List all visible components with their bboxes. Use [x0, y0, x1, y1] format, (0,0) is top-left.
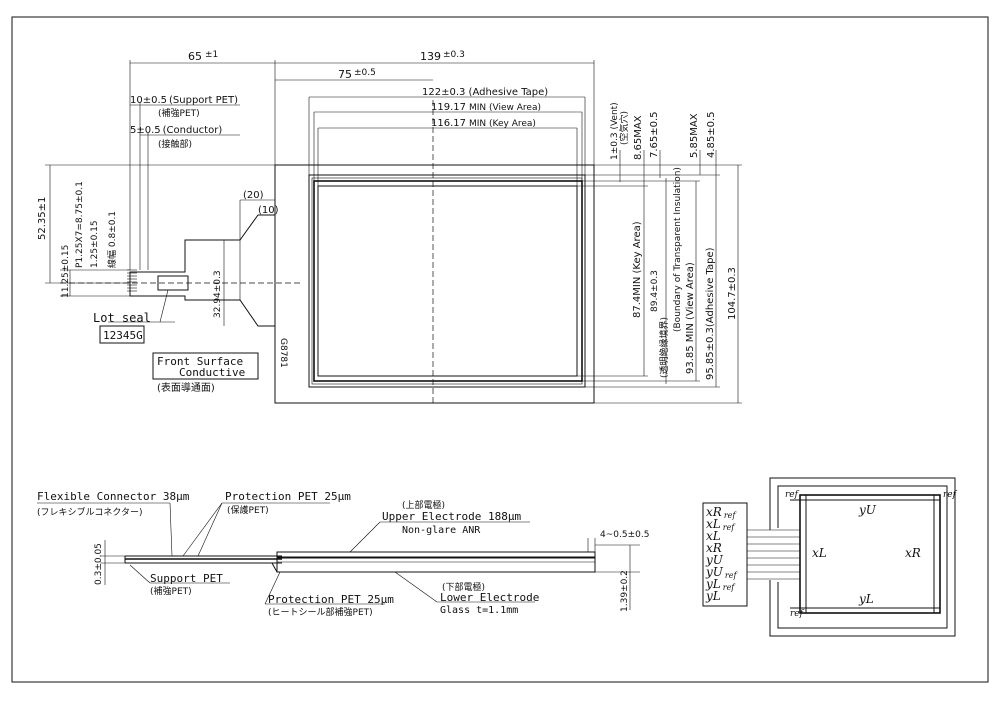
dim-4-85: 4.85±0.5: [706, 111, 717, 158]
pin-label: yL: [705, 589, 721, 603]
dim-adhesive-height: 95.85±0.3(Adhesive Tape): [705, 247, 716, 380]
glass-label: Glass t=1.1mm: [440, 605, 518, 616]
sheet-border: [11, 16, 989, 683]
pin-ref-label: ref: [723, 523, 737, 532]
pin-ref-label: ref: [724, 511, 738, 520]
pin-label: yU: [705, 553, 724, 567]
pin-label: xL: [706, 517, 721, 531]
adhesive-tape-frame: [308, 174, 586, 388]
upper-electrode-jp: (上部電極): [402, 499, 445, 511]
dim-vent-jp: (空気穴): [618, 111, 630, 145]
front-surface-box: [152, 352, 259, 380]
ref-bottom-left: ref: [790, 609, 805, 619]
pin-label: yU: [705, 565, 724, 579]
ref-top-left: ref: [785, 490, 800, 500]
pinout-diagram: [702, 477, 956, 637]
dim-0-3: 0.3±0.05: [94, 543, 104, 585]
ref-top-right: ref: [943, 490, 958, 500]
support-pet-label: Support PET: [150, 572, 223, 585]
dim-overall-height: 104.7±0.3: [727, 267, 738, 320]
connector-pins: [127, 269, 137, 292]
label-xR: xR: [905, 546, 921, 560]
support-pet-jp: (補強PET): [150, 585, 192, 597]
dim-conductor: 5±0.5(Conductor): [130, 125, 222, 136]
label-xL: xL: [812, 546, 827, 560]
dim-view-area-height: 93.85 MIN (View Area): [685, 262, 696, 374]
key-area: [317, 185, 578, 377]
protection-pet-bottom-label: Protection PET 25μm: [268, 593, 394, 606]
lot-number: 12345G: [103, 329, 143, 342]
dim-11-25: 11.25±0.15: [61, 245, 71, 298]
upper-electrode-layer: [276, 551, 596, 558]
dim-4-0-5: 4~0.5±0.5: [600, 530, 649, 540]
dim-boundary-label: (Boundary of Transparent Insulation): [673, 167, 683, 332]
dim-key-area-height: 87.4MIN (Key Area): [632, 221, 643, 318]
lot-seal-label: Lot seal: [93, 311, 151, 325]
pin-label: yL: [705, 577, 721, 591]
glass-outline: [274, 164, 595, 404]
panel-outline: [799, 494, 941, 614]
label-yU: yU: [858, 503, 877, 517]
right-dimension-labels: 1±0.3 (Vent) (空気穴) 8.65MAX 7.65±0.5 5.85…: [610, 102, 738, 380]
dim-75: 75±0.5: [338, 68, 376, 81]
glass-layer: [276, 557, 596, 573]
dim-1-25: 1.25±0.15: [90, 220, 100, 268]
pin-list-box: [702, 502, 748, 607]
front-surface-line-2: Conductive: [179, 366, 245, 379]
dim-boundary: 89.4±0.3: [650, 270, 660, 312]
cross-section: [37, 502, 640, 610]
upper-electrode-label: Upper Electrode 188μm: [382, 510, 521, 523]
lower-electrode-label: Lower Electrode: [440, 591, 539, 604]
dim-139: 139±0.3: [420, 50, 465, 63]
dim-5-85: 5.85MAX: [689, 113, 700, 158]
dim-boundary-jp: (透明絶縁境界): [658, 317, 670, 378]
flex-connector-jp: (フレキシブルコネクター): [37, 506, 142, 518]
view-area: [313, 180, 583, 382]
top-dimension-labels: 65±1 139±0.3 75±0.5 122±0.3 (Adhesive Ta…: [130, 50, 548, 216]
pin-label: xR: [706, 541, 722, 555]
protection-pet-top-jp: (保護PET): [227, 504, 269, 516]
dim-vent: 1±0.3 (Vent): [610, 102, 620, 160]
lower-electrode-jp: (下部電極): [442, 581, 485, 593]
dim-8-65: 8.65MAX: [633, 115, 644, 160]
dim-conductor-jp: (接触部): [158, 138, 192, 150]
dim-support-pet: 10±0.5(Support PET): [130, 95, 238, 106]
dim-7-65: 7.65±0.5: [649, 111, 660, 158]
top-view-labels: Lot seal 12345G Front Surface Conductive…: [93, 289, 288, 394]
pin-label: xR: [706, 505, 722, 519]
dim-0-8: 線幅 0.8±0.1: [106, 211, 118, 268]
cross-section-labels: Flexible Connector 38μm (フレキシブルコネクター) Pr…: [37, 490, 649, 618]
pin-label: xL: [706, 529, 721, 543]
lot-seal-box: [157, 275, 189, 291]
dim-65: 65±1: [188, 50, 218, 63]
dim-support-pet-jp: (補強PET): [158, 107, 200, 119]
dim-20: (20): [243, 190, 264, 201]
pin-ref-label: ref: [723, 583, 737, 592]
left-dimension-labels: 52.35±1 P1.25X7=8.75±0.1 1.25±0.15 線幅 0.…: [37, 181, 223, 318]
pin-ref-label: ref: [725, 571, 739, 580]
lot-number-box: [99, 325, 145, 344]
front-surface-jp: (表面導通面): [157, 381, 215, 394]
dim-pitch: P1.25X7=8.75±0.1: [75, 181, 85, 268]
dim-1-39: 1.39±0.2: [620, 570, 630, 612]
dim-10: (10): [258, 205, 279, 216]
flex-tail: [129, 214, 275, 327]
top-view: [45, 60, 742, 404]
front-surface-line-1: Front Surface: [157, 355, 243, 368]
dim-52-35: 52.35±1: [37, 197, 48, 240]
protection-pet-top-label: Protection PET 25μm: [225, 490, 351, 503]
dim-adhesive-tape-width: 122±0.3 (Adhesive Tape): [422, 87, 548, 98]
non-glare-label: Non-glare ANR: [402, 525, 481, 536]
label-yL: yL: [858, 592, 874, 606]
part-number: G8781: [278, 338, 288, 368]
dim-32-94: 32.94±0.3: [213, 270, 223, 318]
protection-pet-bottom-jp: (ヒートシール部補強PET): [268, 606, 373, 618]
flex-connector-label: Flexible Connector 38μm: [37, 490, 190, 503]
